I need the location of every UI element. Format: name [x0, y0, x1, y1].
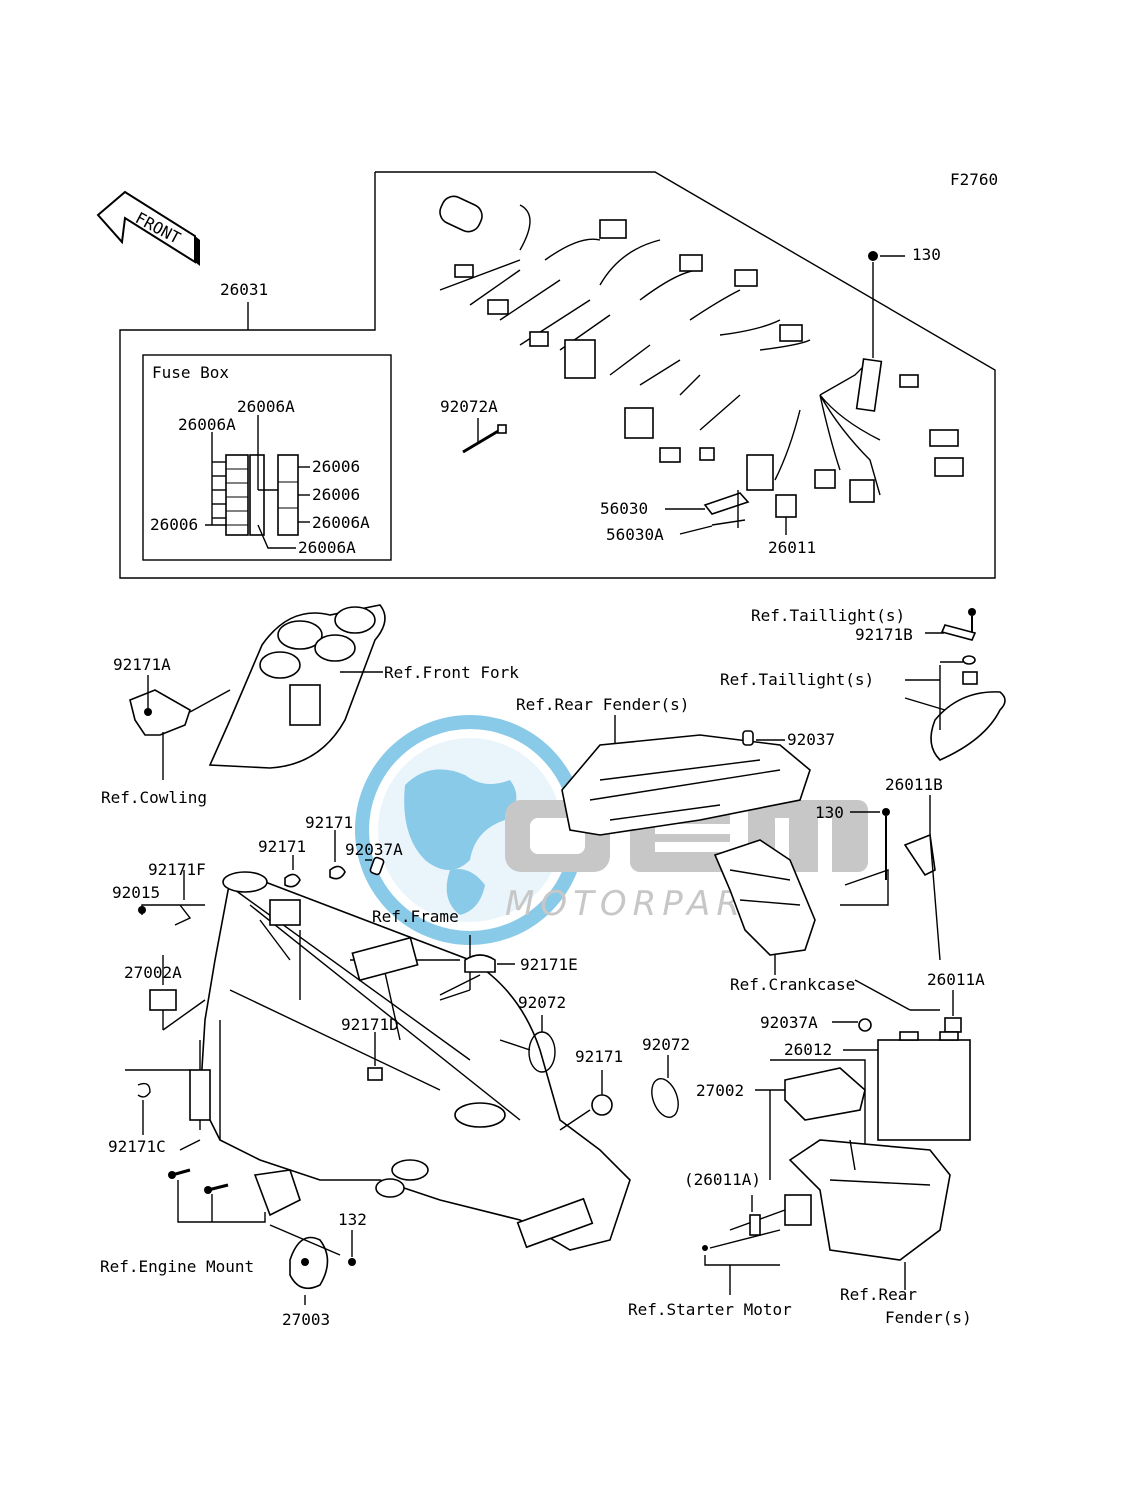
callout-26012: 26012 [784, 1040, 832, 1059]
callout-92037A: 92037A [760, 1013, 818, 1032]
cable-tie-92072A-icon [462, 418, 507, 454]
ref-rear-fender: Ref.Rear [840, 1285, 917, 1304]
callout-26006A: 26006A [237, 397, 295, 416]
callout-26006: 26006 [312, 457, 360, 476]
callout-56030A: 56030A [606, 525, 664, 544]
ref-cowling: Ref.Cowling [101, 788, 207, 807]
fuse-box-drawing [205, 415, 310, 549]
callout-132: 132 [338, 1210, 367, 1229]
callout-56030: 56030 [600, 499, 648, 518]
fuse-box-title: Fuse Box [152, 363, 229, 382]
watermark: MOTORPARTS [355, 715, 868, 945]
callout-92171: 92171 [258, 837, 306, 856]
bolt-130-icon [868, 251, 905, 358]
callout-92037: 92037 [787, 730, 835, 749]
cap-92037A-icon [832, 1018, 872, 1032]
bracket-92171B-icon [925, 624, 977, 641]
bolt-taillight-icon [968, 608, 976, 632]
engine-mount-bolts [168, 1139, 301, 1223]
callout-26006A: 26006A [178, 415, 236, 434]
callout-92037A: 92037A [345, 840, 403, 859]
ecu-27002 [755, 1067, 866, 1180]
callout-92171B: 92171B [855, 625, 913, 644]
callout-26011: 26011 [768, 538, 816, 557]
callout-92171E: 92171E [520, 955, 578, 974]
terminal-26011A-icon [944, 990, 962, 1033]
cowling-bracket [129, 675, 231, 780]
rear-fender-part [561, 734, 811, 836]
clip-92171D-icon [367, 1032, 383, 1081]
callout-92171C: 92171C [108, 1137, 166, 1156]
callout-26031: 26031 [220, 280, 268, 299]
callout-27003: 27003 [282, 1310, 330, 1329]
callout-130: 130 [912, 245, 941, 264]
callout-26011A-paren: (26011A) [684, 1170, 761, 1189]
callout-92171F: 92171F [148, 860, 206, 879]
callout-26006: 26006 [150, 515, 198, 534]
ref-engine-mount: Ref.Engine Mount [100, 1257, 254, 1276]
callout-26006A: 26006A [298, 538, 356, 557]
ref-taillight: Ref.Taillight(s) [720, 670, 874, 689]
callout-27002: 27002 [696, 1081, 744, 1100]
callout-130: 130 [815, 803, 844, 822]
bolt-132-icon [348, 1230, 356, 1266]
callout-26011B: 26011B [885, 775, 943, 794]
callout-92072: 92072 [518, 993, 566, 1012]
callout-92171A: 92171A [113, 655, 171, 674]
taillight-unit [904, 655, 1006, 761]
main-frame [199, 871, 631, 1251]
cable-tie-92072-icon [651, 1055, 679, 1118]
callout-92171D: 92171D [341, 1015, 399, 1034]
ref-starter-motor: Ref.Starter Motor [628, 1300, 792, 1319]
crankcase-part [713, 839, 816, 975]
horn-27003-icon [269, 1224, 341, 1305]
callout-26006: 26006 [312, 485, 360, 504]
ref-front-fork: Ref.Front Fork [384, 663, 519, 682]
callout-26006A: 26006A [312, 513, 370, 532]
clip-92171F-icon [138, 870, 205, 926]
callout-92171: 92171 [575, 1047, 623, 1066]
clip-92171-icon [284, 830, 385, 888]
harness-group-frame [119, 171, 996, 579]
ref-crankcase: Ref.Crankcase [730, 975, 855, 994]
ref-frame: Ref.Frame [372, 907, 459, 926]
diagram-code: F2760 [950, 170, 998, 189]
relay-27002A-icon [149, 955, 206, 1031]
bolt-130-icon [840, 808, 890, 906]
battery-tray [788, 1139, 951, 1261]
callout-27002A: 27002A [124, 963, 182, 982]
clamp-92171-icon [559, 1070, 613, 1131]
callout-92015: 92015 [112, 883, 160, 902]
cable-tie-92072-icon [528, 1015, 556, 1073]
starter-relay-part [702, 1194, 812, 1295]
callout-92072: 92072 [642, 1035, 690, 1054]
watermark-continent [404, 769, 517, 870]
callout-92171: 92171 [305, 813, 353, 832]
relay-26011-icon [775, 494, 797, 535]
front-arrow-icon: FRONT [96, 190, 200, 266]
ref-taillight: Ref.Taillight(s) [751, 606, 905, 625]
ref-rear-fender: Ref.Rear Fender(s) [516, 695, 689, 714]
front-fork-bracket [208, 604, 386, 769]
lead-26011B-icon [903, 795, 941, 961]
main-wiring-harness [439, 195, 964, 503]
callout-92072A: 92072A [440, 397, 498, 416]
battery-26012 [770, 1031, 971, 1150]
clip-92171C-icon [125, 1069, 211, 1135]
fuse-box-inset [142, 354, 392, 561]
clamp-92171E-icon [439, 954, 515, 996]
callout-26011A: 26011A [927, 970, 985, 989]
ref-rear-fender: Fender(s) [885, 1308, 972, 1327]
fuse-labels-56030 [665, 490, 750, 535]
grommet-92037-icon [742, 730, 785, 746]
